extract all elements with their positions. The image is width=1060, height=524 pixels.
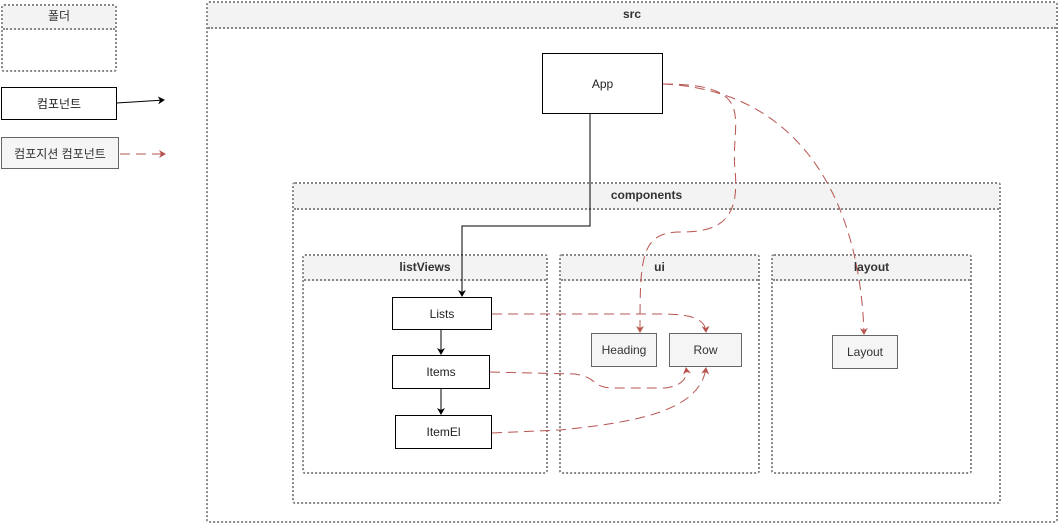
legend-solid-arrow	[116, 96, 165, 105]
node-layout[interactable]: Layout	[832, 335, 898, 369]
node-app-label: App	[591, 76, 614, 91]
node-heading-label: Heading	[601, 343, 647, 357]
node-app[interactable]: App	[542, 53, 663, 114]
node-items[interactable]: Items	[392, 355, 490, 389]
node-lists[interactable]: Lists	[392, 297, 492, 330]
folder-components-title: components	[294, 184, 999, 210]
node-lists-label: Lists	[429, 306, 455, 321]
legend-composition-label: 컴포지션 컴포넌트	[14, 146, 106, 161]
folder-ui-title: ui	[561, 256, 758, 281]
node-row[interactable]: Row	[669, 333, 742, 367]
node-items-label: Items	[426, 365, 456, 379]
node-itemel-label: ItemEl	[426, 425, 461, 439]
folder-listviews-title: listViews	[304, 256, 546, 281]
node-heading[interactable]: Heading	[591, 333, 657, 367]
folder-src-title: src	[208, 3, 1056, 29]
node-itemel[interactable]: ItemEl	[395, 415, 492, 449]
legend-component-label: 컴포넌트	[36, 97, 82, 111]
legend-component[interactable]: 컴포넌트	[1, 87, 117, 120]
legend-folder-label: 폴더	[3, 6, 115, 30]
node-row-label: Row	[693, 343, 718, 357]
node-layout-label: Layout	[846, 345, 884, 359]
legend-composition-component[interactable]: 컴포지션 컴포넌트	[1, 137, 119, 169]
folder-layout-title: layout	[773, 256, 970, 281]
legend-folder[interactable]: 폴더	[1, 4, 117, 72]
